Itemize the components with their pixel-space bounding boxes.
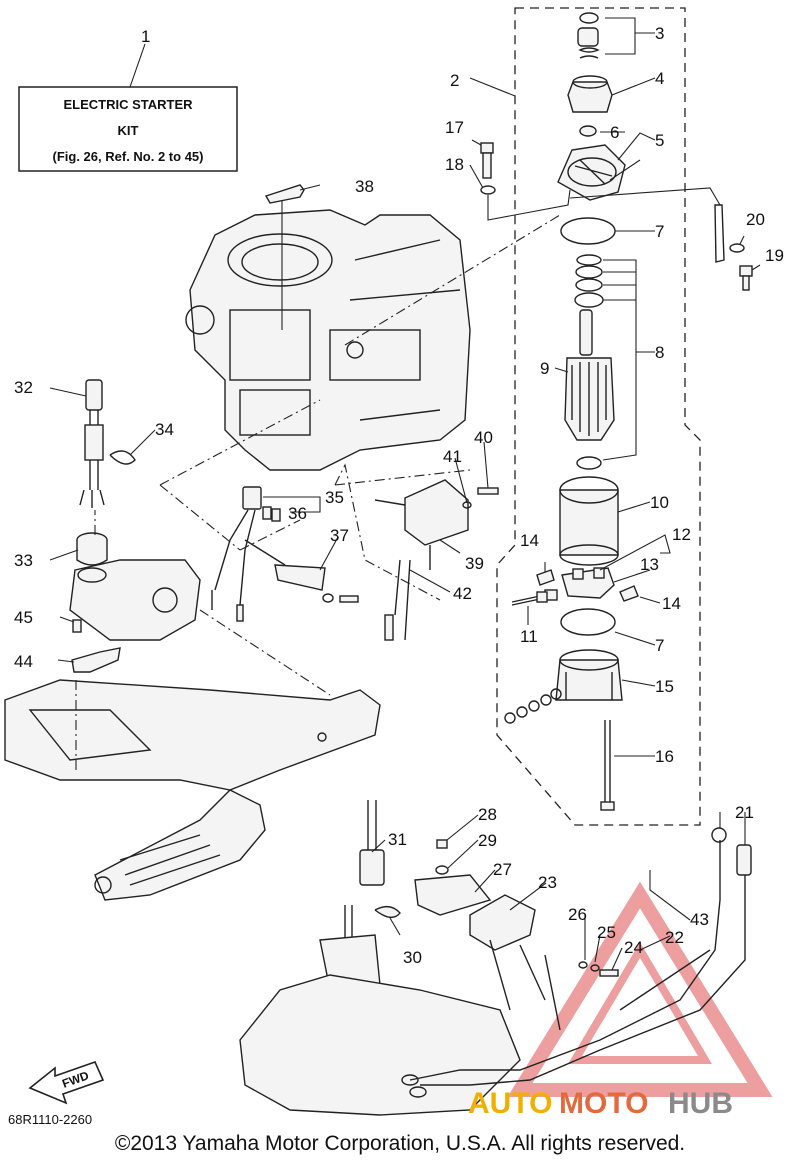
watermark-moto: MOTO bbox=[559, 1087, 648, 1120]
callout-23: 23 bbox=[538, 873, 557, 892]
callout-10: 10 bbox=[650, 493, 669, 512]
callout-24: 24 bbox=[624, 938, 643, 957]
callout-9: 9 bbox=[540, 359, 549, 378]
callout-41: 41 bbox=[443, 447, 462, 466]
callout-25: 25 bbox=[597, 923, 616, 942]
callout-14-right: 14 bbox=[662, 594, 681, 613]
parts-32-34 bbox=[79, 379, 136, 508]
callout-33: 33 bbox=[14, 551, 33, 570]
swivel-bracket bbox=[4, 679, 381, 901]
callout-29: 29 bbox=[478, 831, 497, 850]
part-38 bbox=[264, 184, 305, 204]
watermark-text: AUTO MOTO HUB bbox=[468, 1087, 733, 1120]
callout-14-left: 14 bbox=[520, 531, 539, 550]
callout-20: 20 bbox=[746, 210, 765, 229]
callout-7-lower: 7 bbox=[655, 636, 664, 655]
bottom-cowling bbox=[239, 974, 521, 1116]
callout-40: 40 bbox=[474, 428, 493, 447]
callout-6: 6 bbox=[610, 123, 619, 142]
callout-32: 32 bbox=[14, 378, 33, 397]
callout-31: 31 bbox=[388, 830, 407, 849]
routing-lines bbox=[75, 214, 561, 770]
callout-8: 8 bbox=[655, 343, 664, 362]
starter-motor-parts bbox=[480, 12, 753, 811]
battery-cables bbox=[401, 827, 752, 1098]
watermark-auto: AUTO bbox=[468, 1087, 552, 1120]
watermark-hub: HUB bbox=[668, 1087, 733, 1120]
fwd-arrow: FWD bbox=[28, 1061, 105, 1105]
callout-27: 27 bbox=[493, 860, 512, 879]
parts-35-37 bbox=[211, 486, 359, 622]
watermark-logo bbox=[507, 881, 773, 1097]
callout-3: 3 bbox=[655, 24, 664, 43]
callout-45: 45 bbox=[14, 608, 33, 627]
callout-36: 36 bbox=[288, 504, 307, 523]
callout-4: 4 bbox=[655, 69, 664, 88]
kit-box-line2: KIT bbox=[118, 123, 139, 138]
kit-box-line1: ELECTRIC STARTER bbox=[63, 97, 193, 112]
callout-34-clip: 34 bbox=[155, 420, 174, 439]
callout-5: 5 bbox=[655, 131, 664, 150]
callout-16: 16 bbox=[655, 747, 674, 766]
callout-18: 18 bbox=[445, 155, 464, 174]
catalog-code: 68R1110-2260 bbox=[8, 1112, 93, 1127]
callout-28: 28 bbox=[478, 805, 497, 824]
callout-11: 11 bbox=[520, 627, 538, 646]
parts-44-45 bbox=[71, 619, 121, 673]
callout-1: 1 bbox=[141, 27, 150, 46]
callout-39: 39 bbox=[465, 554, 484, 573]
kit-box: ELECTRIC STARTER KIT (Fig. 26, Ref. No. … bbox=[18, 43, 238, 172]
callout-19: 19 bbox=[765, 246, 784, 265]
callout-22: 22 bbox=[665, 928, 684, 947]
callout-13: 13 bbox=[640, 555, 659, 574]
part-33 bbox=[69, 532, 201, 641]
callout-7-upper: 7 bbox=[655, 222, 664, 241]
engine-block bbox=[185, 209, 471, 471]
callout-labels: 1 2 3 4 5 6 7 7 8 9 10 11 12 13 14 14 15… bbox=[14, 24, 784, 967]
kit-boundary bbox=[496, 7, 701, 826]
callout-30: 30 bbox=[403, 948, 422, 967]
callout-37: 37 bbox=[330, 526, 349, 545]
copyright-footer: ©2013 Yamaha Motor Corporation, U.S.A. A… bbox=[114, 1132, 686, 1155]
callout-42: 42 bbox=[453, 584, 472, 603]
callout-26: 26 bbox=[568, 905, 587, 924]
callout-35: 35 bbox=[325, 488, 344, 507]
kit-box-line3: (Fig. 26, Ref. No. 2 to 45) bbox=[53, 149, 204, 164]
callout-15: 15 bbox=[655, 677, 674, 696]
leader-lines bbox=[49, 17, 761, 971]
callout-43: 43 bbox=[690, 910, 709, 929]
callout-2: 2 bbox=[450, 71, 459, 90]
callout-21: 21 bbox=[735, 803, 754, 822]
callout-44: 44 bbox=[14, 652, 33, 671]
callout-17: 17 bbox=[445, 118, 464, 137]
callout-12: 12 bbox=[672, 525, 691, 544]
callout-38: 38 bbox=[355, 177, 374, 196]
